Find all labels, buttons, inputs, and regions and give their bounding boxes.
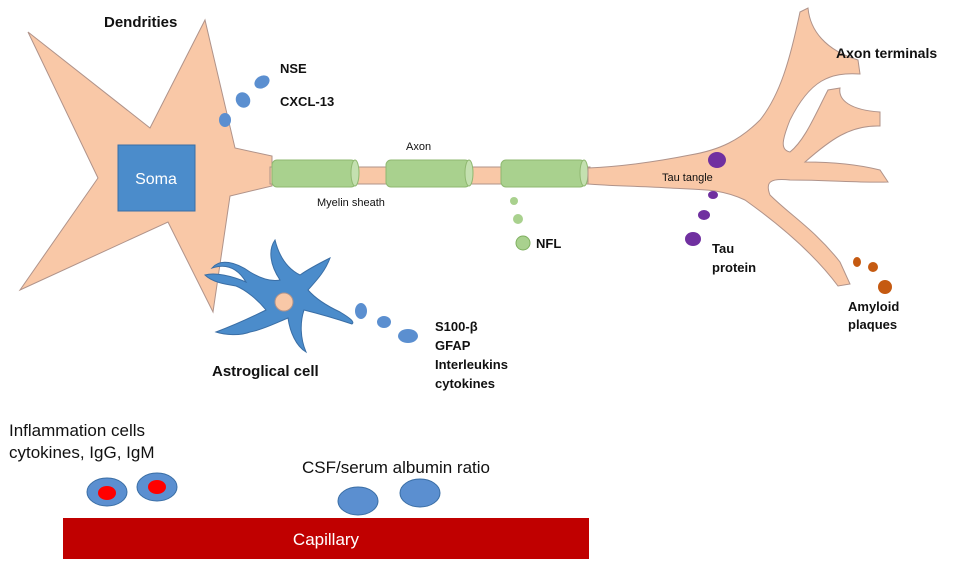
albumin-marker [337,486,379,516]
astroglial-marker-dot [377,316,391,328]
axon-terminals-shape [587,7,889,287]
astroglial-cell-label: Astroglical cell [212,363,319,380]
nfl-marker-dot [513,214,523,224]
capillary-bar [63,518,589,559]
tau-protein-dot [698,210,710,220]
interleukins-label: Interleukins [435,357,508,372]
tau-tangle-dot [708,152,726,168]
s100b-label: S100-β [435,319,478,334]
tau-tangle-label: Tau tangle [662,172,713,184]
nfl-label: NFL [536,236,561,251]
astroglial-marker-dot [398,329,418,343]
astroglial-nucleus [274,292,294,312]
axon-terminals-label: Axon terminals [836,45,937,61]
nse-marker-dot [235,92,251,108]
myelin-sheath-segment [271,159,357,188]
amyloid-label-line2: plaques [848,317,897,332]
nse-marker-dot [219,113,231,127]
nfl-marker-dot [510,197,518,205]
myelin-sheath-segment-end [464,159,474,187]
cxcl13-label: CXCL-13 [280,94,334,109]
nse-label: NSE [280,61,307,76]
soma-label: Soma [135,171,177,188]
tau-protein-label-line2: protein [712,260,756,275]
nfl-marker-dot [515,235,531,251]
inflammation-label-line1: Inflammation cells [9,421,145,440]
nse-marker-dot [254,75,270,89]
soma-box [117,144,196,212]
inflammation-label-line2: cytokines, IgG, IgM [9,443,155,462]
cytokines-label: cytokines [435,376,495,391]
dendrities-label: Dendrities [104,14,177,31]
myelin-sheath-segment-end [579,159,589,187]
inflammation-cell-core [148,480,166,494]
astroglial-marker-dot [355,303,367,319]
gfap-label: GFAP [435,338,471,353]
tau-protein-label-line1: Tau [712,241,734,256]
axon-label: Axon [406,141,431,153]
myelin-sheath-segment [500,159,586,188]
tau-protein-dot [708,191,718,199]
myelin-sheath-segment [385,159,471,188]
tau-protein-dot [685,232,701,246]
myelin-sheath-label: Myelin sheath [317,197,385,209]
csf-ratio-label: CSF/serum albumin ratio [302,458,490,477]
amyloid-label-line1: Amyloid [848,299,899,314]
amyloid-plaque-dot [853,257,861,267]
amyloid-plaque-dot [878,280,892,294]
inflammation-cell-core [98,486,116,500]
capillary-label: Capillary [293,530,360,549]
amyloid-plaque-dot [868,262,878,272]
albumin-marker [399,478,441,508]
myelin-sheath-segment-end [350,159,360,187]
